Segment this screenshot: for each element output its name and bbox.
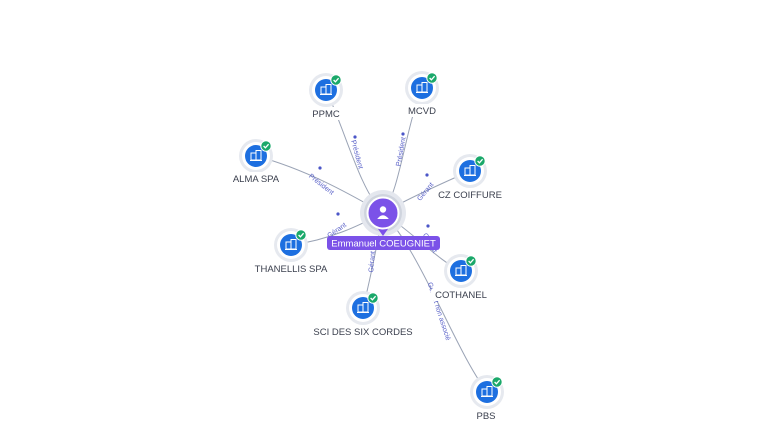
company-node-cz-coiffure[interactable]: CZ COIFFURE bbox=[435, 154, 505, 201]
node-label-bg bbox=[404, 104, 440, 117]
person-icon bbox=[377, 206, 389, 219]
verified-check-icon bbox=[426, 72, 438, 84]
building-icon bbox=[285, 239, 297, 250]
verified-check-icon bbox=[474, 155, 486, 167]
verified-check-icon bbox=[367, 292, 379, 304]
node-label-bg bbox=[229, 172, 283, 185]
nodes-layer: PPMC MCVD ALMA SPA CZ COIFFURE THANELLIS SPA… bbox=[229, 71, 505, 422]
verified-check-icon bbox=[295, 229, 307, 241]
node-label-bg bbox=[311, 325, 415, 338]
edge-label-mcvd: Président bbox=[396, 137, 408, 167]
building-icon bbox=[320, 84, 332, 95]
center-label: Emmanuel COEUGNIET bbox=[331, 239, 436, 250]
edge-arrow bbox=[318, 166, 322, 170]
edge-arrow bbox=[353, 135, 357, 139]
verified-check-icon bbox=[330, 74, 342, 86]
company-node-mcvd[interactable]: MCVD bbox=[404, 71, 440, 117]
building-icon bbox=[455, 265, 467, 276]
company-label-ppmc: PPMC bbox=[312, 109, 340, 120]
company-label-sci-des-six-cordes: SCI DES SIX CORDES bbox=[313, 327, 412, 338]
verified-check-icon bbox=[465, 255, 477, 267]
node-label-bg bbox=[431, 288, 491, 301]
edge-arrow bbox=[426, 224, 430, 228]
company-node-cothanel[interactable]: COTHANEL bbox=[431, 254, 491, 301]
node-label-bg bbox=[251, 262, 331, 275]
company-label-cothanel: COTHANEL bbox=[435, 290, 487, 301]
center-node[interactable]: Emmanuel COEUGNIET bbox=[327, 190, 440, 250]
company-label-mcvd: MCVD bbox=[408, 106, 436, 117]
building-icon bbox=[481, 386, 493, 397]
building-icon bbox=[464, 165, 476, 176]
building-icon bbox=[250, 150, 262, 161]
center-label-bg bbox=[327, 236, 440, 250]
edge-label-sci-des-six-cordes: Gérant bbox=[368, 251, 377, 273]
edge-arrow bbox=[401, 132, 405, 136]
edge-label-cz-coiffure: Gérant bbox=[416, 182, 435, 203]
verified-check-icon bbox=[260, 140, 272, 152]
building-icon bbox=[416, 82, 428, 93]
company-label-alma-spa: ALMA SPA bbox=[233, 174, 280, 185]
verified-check-icon bbox=[491, 376, 503, 388]
company-node-thanellis-spa[interactable]: THANELLIS SPA bbox=[251, 228, 331, 275]
node-label-bg bbox=[471, 409, 501, 422]
company-node-pbs[interactable]: PBS bbox=[470, 375, 504, 422]
edge-arrow bbox=[336, 212, 340, 216]
edge-arrow bbox=[425, 173, 429, 177]
company-node-alma-spa[interactable]: ALMA SPA bbox=[229, 139, 283, 185]
company-label-thanellis-spa: THANELLIS SPA bbox=[255, 264, 328, 275]
node-label-bg bbox=[435, 188, 505, 201]
company-label-cz-coiffure: CZ COIFFURE bbox=[438, 190, 502, 201]
company-node-sci-des-six-cordes[interactable]: SCI DES SIX CORDES bbox=[311, 291, 415, 338]
company-node-ppmc[interactable]: PPMC bbox=[308, 73, 344, 120]
node-label-bg bbox=[308, 107, 344, 120]
company-label-pbs: PBS bbox=[476, 411, 495, 422]
center-node-circle bbox=[366, 196, 400, 230]
building-icon bbox=[357, 302, 369, 313]
